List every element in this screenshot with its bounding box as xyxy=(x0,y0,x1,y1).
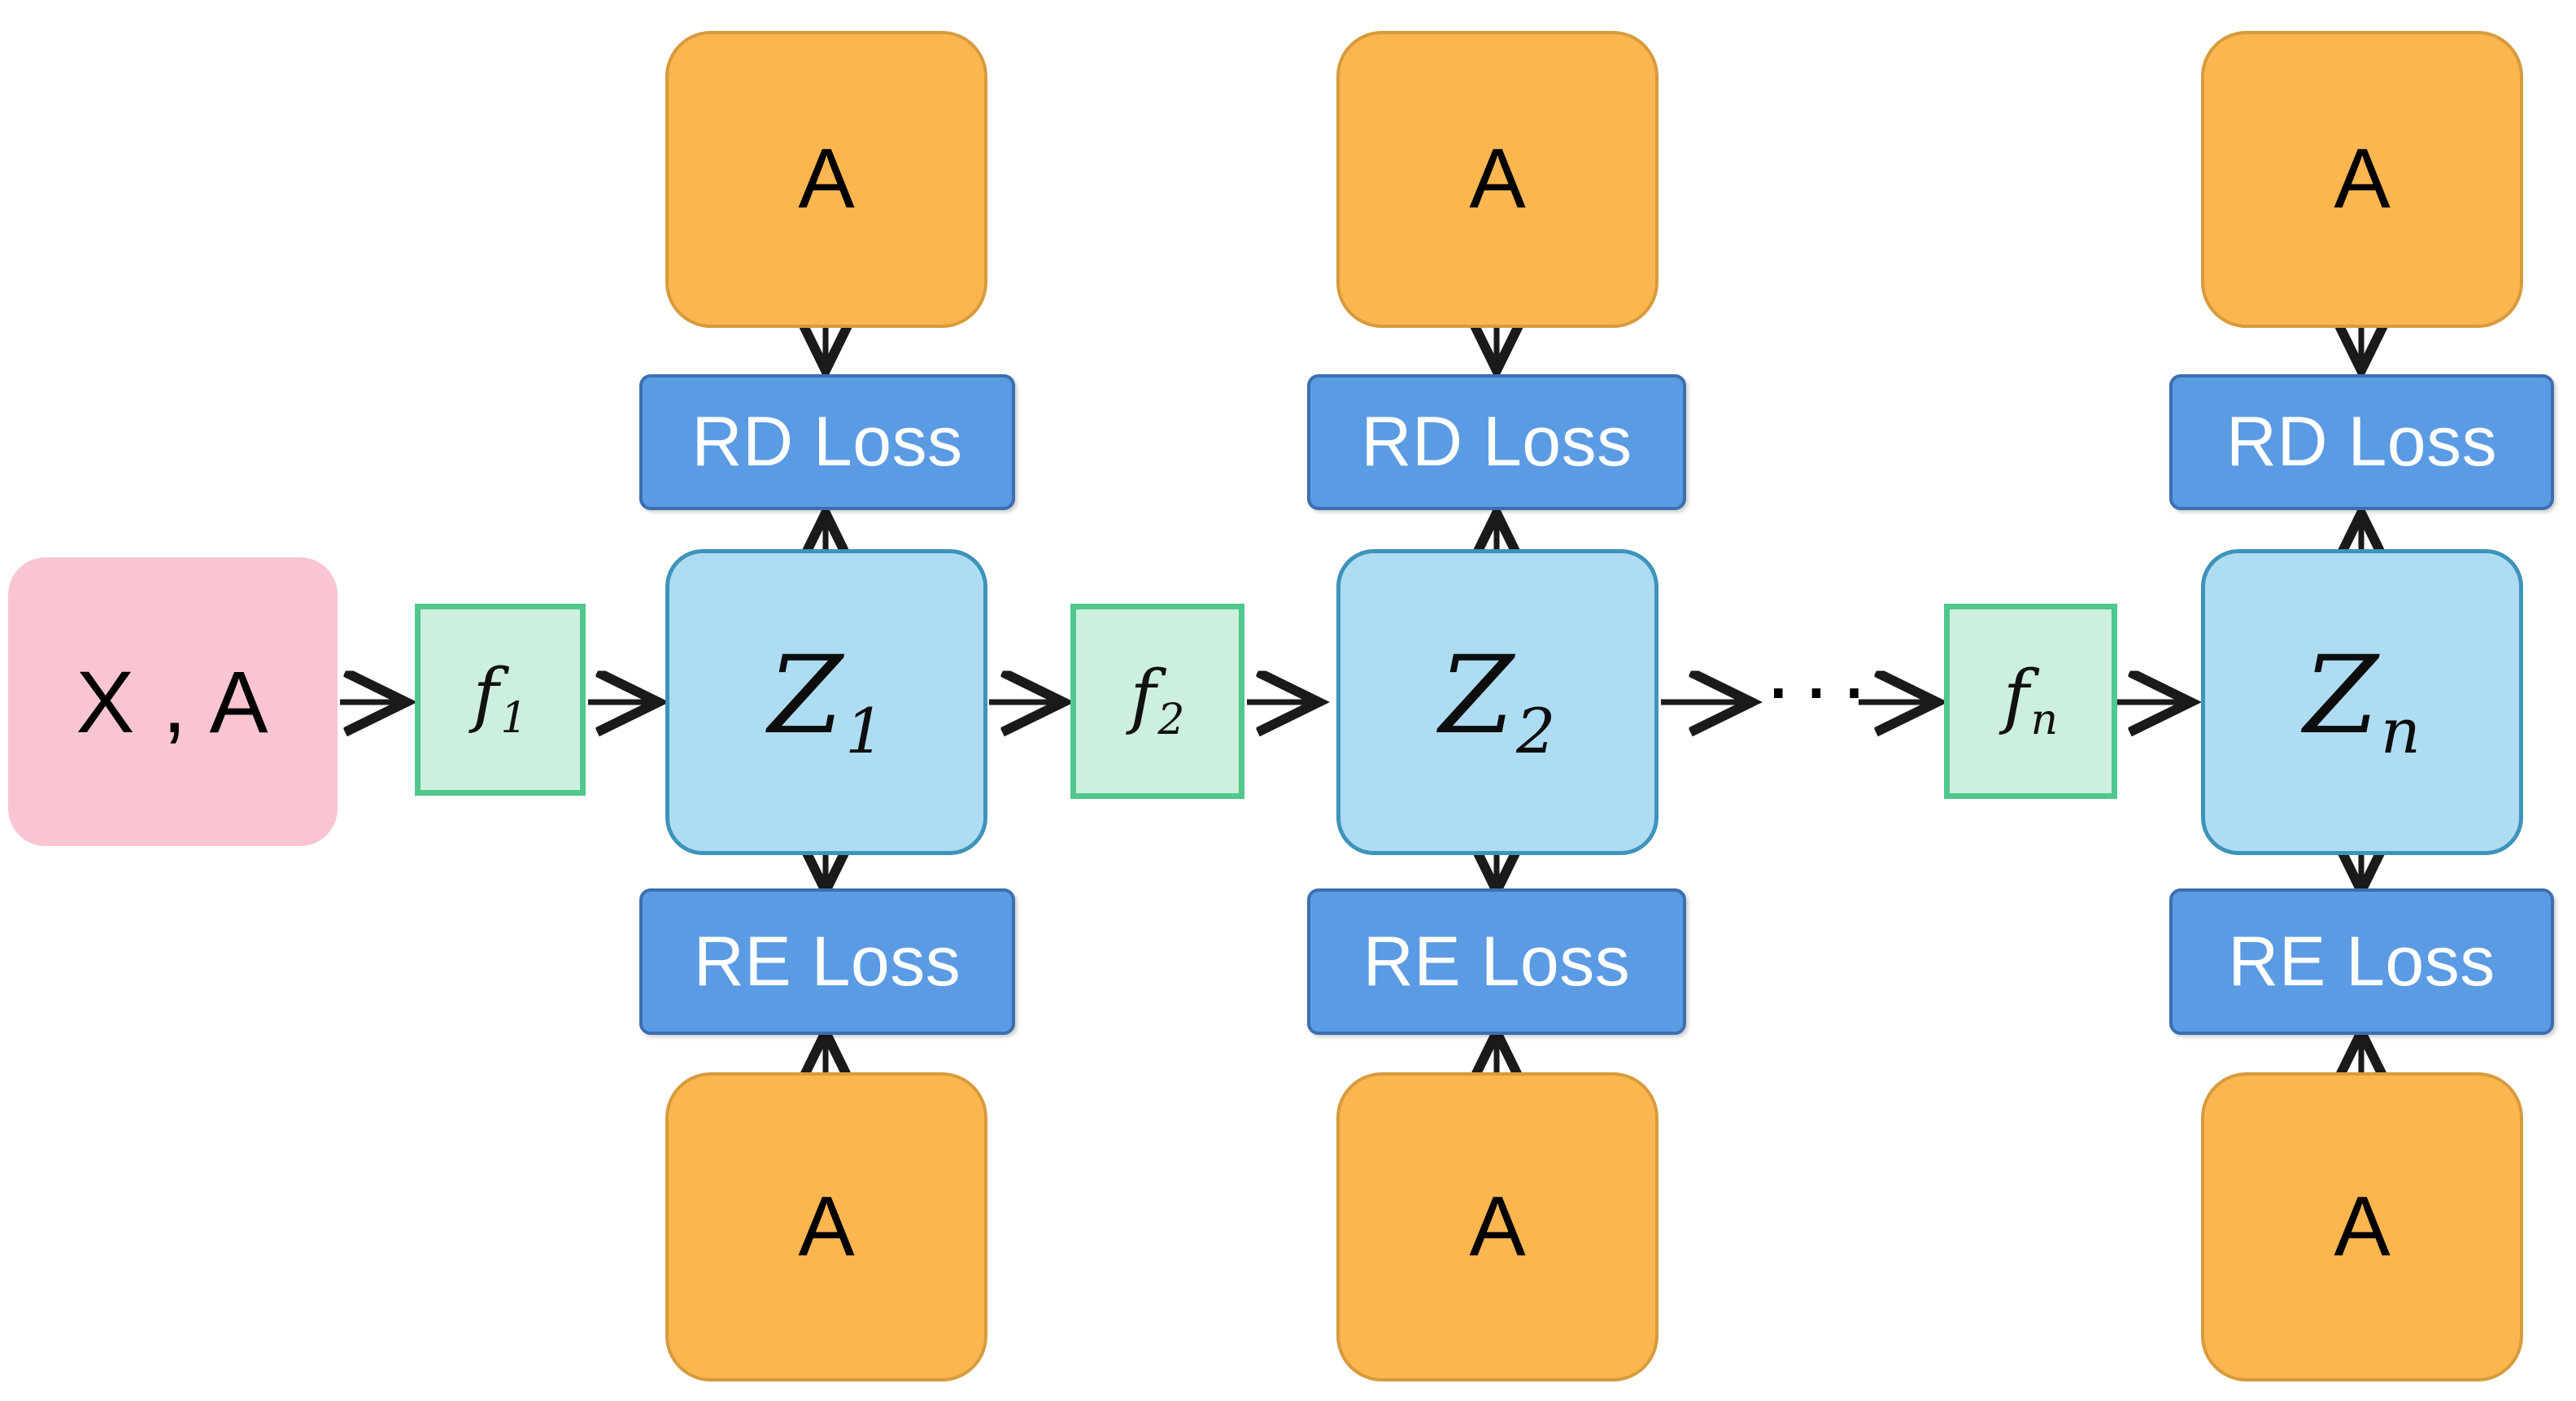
rd-loss-node-1-label: RD Loss xyxy=(691,403,963,481)
function-node-fn-label: fn xyxy=(2003,655,2059,745)
latent-node-zn[interactable]: Zn xyxy=(2201,549,2523,855)
adjacency-node-top-2[interactable]: A xyxy=(1336,31,1658,328)
rd-loss-node-1[interactable]: RD Loss xyxy=(639,374,1015,510)
adjacency-node-top-1-label: A xyxy=(798,132,855,226)
latent-node-z1[interactable]: Z1 xyxy=(665,549,987,855)
adjacency-node-bottom-3-label: A xyxy=(2334,1179,2391,1274)
adjacency-node-top-3[interactable]: A xyxy=(2201,31,2523,328)
rd-loss-node-3-label: RD Loss xyxy=(2225,403,2498,481)
re-loss-node-3[interactable]: RE Loss xyxy=(2169,888,2554,1035)
function-node-f1-label: f1 xyxy=(473,653,528,744)
adjacency-node-top-3-label: A xyxy=(2334,132,2391,226)
rd-loss-node-2-label: RD Loss xyxy=(1361,403,1632,481)
adjacency-node-bottom-2[interactable]: A xyxy=(1336,1072,1658,1381)
adjacency-node-bottom-1[interactable]: A xyxy=(665,1072,987,1381)
latent-node-z2-label: Z2 xyxy=(1439,633,1556,767)
function-node-fn[interactable]: fn xyxy=(1944,604,2117,799)
function-node-f2[interactable]: f2 xyxy=(1070,604,1244,799)
input-node-label: X , A xyxy=(76,652,270,751)
rd-loss-node-2[interactable]: RD Loss xyxy=(1307,374,1686,510)
adjacency-node-bottom-2-label: A xyxy=(1469,1179,1526,1274)
latent-node-z1-label: Z1 xyxy=(768,633,885,767)
re-loss-node-2-label: RE Loss xyxy=(1362,922,1631,1001)
adjacency-node-bottom-3[interactable]: A xyxy=(2201,1072,2523,1381)
latent-node-zn-label: Zn xyxy=(2304,633,2421,767)
input-node-x-a[interactable]: X , A xyxy=(8,557,338,846)
re-loss-node-1[interactable]: RE Loss xyxy=(639,888,1015,1035)
function-node-f2-label: f2 xyxy=(1130,655,1185,745)
ellipsis-separator: ··· xyxy=(1763,637,1877,737)
re-loss-node-2[interactable]: RE Loss xyxy=(1307,888,1686,1035)
latent-node-z2[interactable]: Z2 xyxy=(1336,549,1658,855)
function-node-f1[interactable]: f1 xyxy=(415,604,586,796)
rd-loss-node-3[interactable]: RD Loss xyxy=(2169,374,2554,510)
adjacency-node-bottom-1-label: A xyxy=(798,1179,855,1274)
re-loss-node-3-label: RE Loss xyxy=(2228,922,2495,1001)
re-loss-node-1-label: RE Loss xyxy=(693,922,961,1001)
adjacency-node-top-2-label: A xyxy=(1469,132,1526,226)
adjacency-node-top-1[interactable]: A xyxy=(665,31,987,328)
